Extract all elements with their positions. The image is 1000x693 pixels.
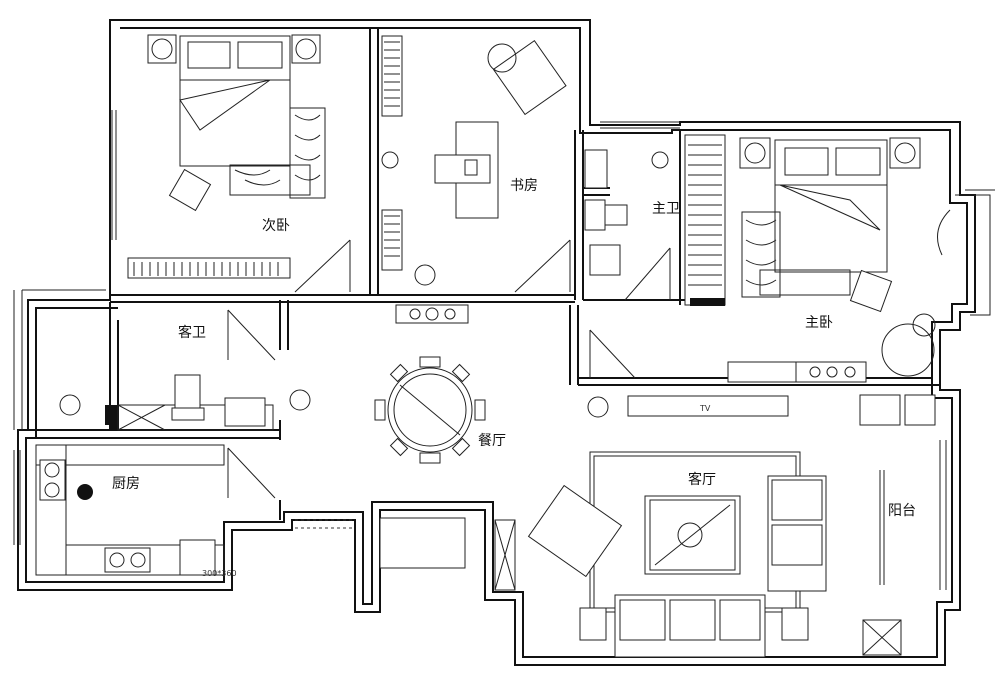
room-label-master-bedroom: 主卧 (805, 315, 833, 331)
appliance-label: 300*360 (202, 569, 237, 578)
dining-table (289, 356, 486, 464)
room-label-living: 客厅 (688, 471, 716, 488)
second-bedroom-furniture (127, 34, 326, 279)
windows (13, 110, 995, 590)
room-labels: 次卧 书房 主卫 主卧 客卫 餐厅 厨房 客厅 阳台 (112, 178, 916, 519)
room-label-balcony: 阳台 (888, 503, 916, 519)
room-label-kitchen: 厨房 (112, 476, 140, 492)
study-furniture (381, 35, 567, 324)
room-label-master-bath: 主卫 (652, 201, 680, 217)
master-bath-fixtures (584, 149, 669, 276)
guest-bath-fixtures (59, 374, 274, 431)
room-label-study: 书房 (510, 178, 538, 194)
kitchen-fixtures: 300*360 (35, 444, 237, 578)
balcony-fixtures (379, 394, 936, 656)
outer-walls (17, 19, 976, 666)
room-label-second-bedroom: 次卧 (262, 218, 290, 234)
room-label-dining: 餐厅 (478, 433, 506, 449)
tv-label: TV (699, 404, 711, 413)
room-label-guest-bath: 客卫 (178, 324, 206, 341)
master-bedroom-furniture (684, 134, 951, 383)
living-room-furniture: TV (527, 395, 827, 658)
doors (227, 239, 671, 529)
